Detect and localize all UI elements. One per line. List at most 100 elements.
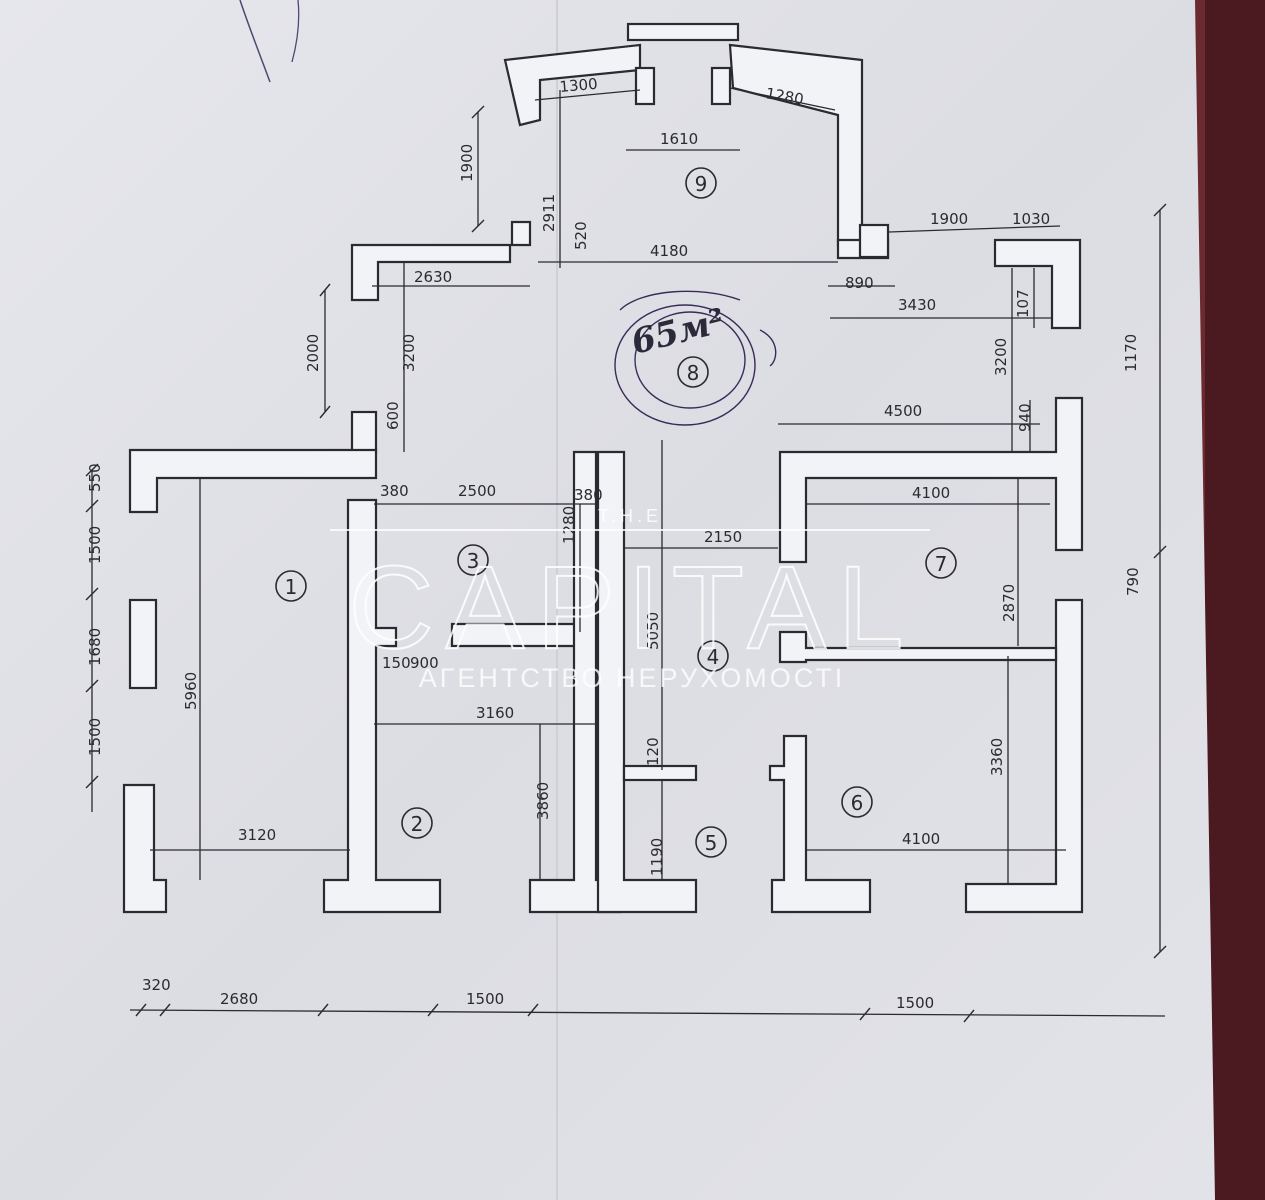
handwritten-scribble [614,290,777,426]
dim-380b: 380 [574,486,603,504]
dim-940: 940 [1016,403,1034,432]
dim-3200b: 3200 [992,338,1010,376]
room-label-6: 6 [851,791,864,815]
room-circle-6 [841,786,873,818]
dim-1900b: 1900 [930,210,968,228]
wall-room6-right [964,598,1084,914]
room-circle-2 [401,807,433,839]
pen-mark-top [239,0,271,83]
dimension-ticks [85,105,1167,1023]
dim-1280b: 1280 [560,506,578,544]
wall-room7-top [778,396,1084,564]
wall-room1-left-bottom [122,783,168,914]
wall-corridor [596,450,698,914]
room-label-7: 7 [935,552,948,576]
dim-1190: 1190 [648,838,666,876]
dimline-1300 [534,89,641,101]
dim-1900a: 1900 [458,144,476,182]
dim-320: 320 [142,976,171,994]
dim-1500b: 1500 [86,718,104,756]
dim-600: 600 [384,401,402,430]
window-sill [626,22,740,42]
room-circle-1 [275,570,307,602]
room-label-4: 4 [707,645,720,669]
dim-3860: 3860 [534,782,552,820]
dim-1680: 1680 [86,628,104,666]
room-label-2: 2 [411,812,424,836]
wall-far-right-top [993,238,1082,330]
dim-890: 890 [845,274,874,292]
wall-bay-mullion-2 [710,66,732,106]
wall-room1-top [128,448,378,514]
room-circle-3 [457,544,489,576]
wall-room1-left-mid [128,598,158,690]
room-circle-5 [695,826,727,858]
dim-790: 790 [1124,567,1142,596]
dim-2911: 2911 [540,194,558,232]
dim-3120: 3120 [238,826,276,844]
dim-1170: 1170 [1122,334,1140,372]
dim-1500c: 1500 [466,990,504,1008]
dim-3160: 3160 [476,704,514,722]
wall-room6-left [768,734,872,914]
dimension-lines [91,87,1166,1017]
dim-107: 107 [1014,289,1032,318]
dim-150: 150 [382,654,411,672]
dim-1500a: 1500 [86,526,104,564]
dim-2680: 2680 [220,990,258,1008]
backdrop-fabric [1205,0,1265,1200]
pillar-1 [350,410,378,454]
dim-4100b: 4100 [902,830,940,848]
dim-1500d: 1500 [896,994,934,1012]
room-circle-9 [685,167,717,199]
room-label-3: 3 [467,549,480,573]
room-circle-7 [925,547,957,579]
wall-bay-mullion [634,66,656,106]
wall-upper-left [350,220,532,302]
dimension-labels: 1300 1280 1610 1900 2911 520 4180 1900 1… [86,75,1142,1012]
dimline-1900b [887,225,1061,233]
dim-2150: 2150 [704,528,742,546]
room-circle-4 [697,640,729,672]
room-numbers: 1 2 3 4 5 6 7 8 9 [285,172,948,855]
dim-5960: 5960 [182,672,200,710]
room-label-1: 1 [285,575,298,599]
dim-5050: 5050 [644,612,662,650]
dimline-1280 [729,87,836,111]
room-label-8: 8 [687,361,700,385]
dim-1300: 1300 [559,75,599,96]
dim-4180: 4180 [650,242,688,260]
walls [122,22,1084,914]
dim-1030: 1030 [1012,210,1050,228]
wall-bay-left [503,43,642,127]
dim-550: 550 [86,463,104,492]
dim-2500: 2500 [458,482,496,500]
room-circles [275,167,957,858]
dim-3200a: 3200 [400,334,418,372]
pen-mark-top-2 [291,0,300,63]
dim-2870: 2870 [1000,584,1018,622]
dim-900: 900 [410,654,439,672]
room-circle-8 [677,356,709,388]
dim-380a: 380 [380,482,409,500]
dim-520: 520 [572,221,590,250]
watermark-brand: CAPITAL [348,542,915,674]
dim-1610: 1610 [660,130,698,148]
dim-2630: 2630 [414,268,452,286]
wall-room1-bottom-right [322,498,442,914]
watermark: T.H.E CAPITAL АГЕНТСТВО НЕРУХОМОСТІ [330,506,930,693]
room-label-9: 9 [695,172,708,196]
dim-120: 120 [644,737,662,766]
watermark-top: T.H.E [598,506,662,526]
watermark-tagline: АГЕНТСТВО НЕРУХОМОСТІ [419,663,846,693]
dim-4500: 4500 [884,402,922,420]
dim-3360: 3360 [988,738,1006,776]
wall-upper-right-stub [858,223,890,259]
dim-4100a: 4100 [912,484,950,502]
dim-2000: 2000 [304,334,322,372]
dim-3430: 3430 [898,296,936,314]
room-label-5: 5 [705,831,718,855]
dimline-bottom [129,1009,1166,1017]
